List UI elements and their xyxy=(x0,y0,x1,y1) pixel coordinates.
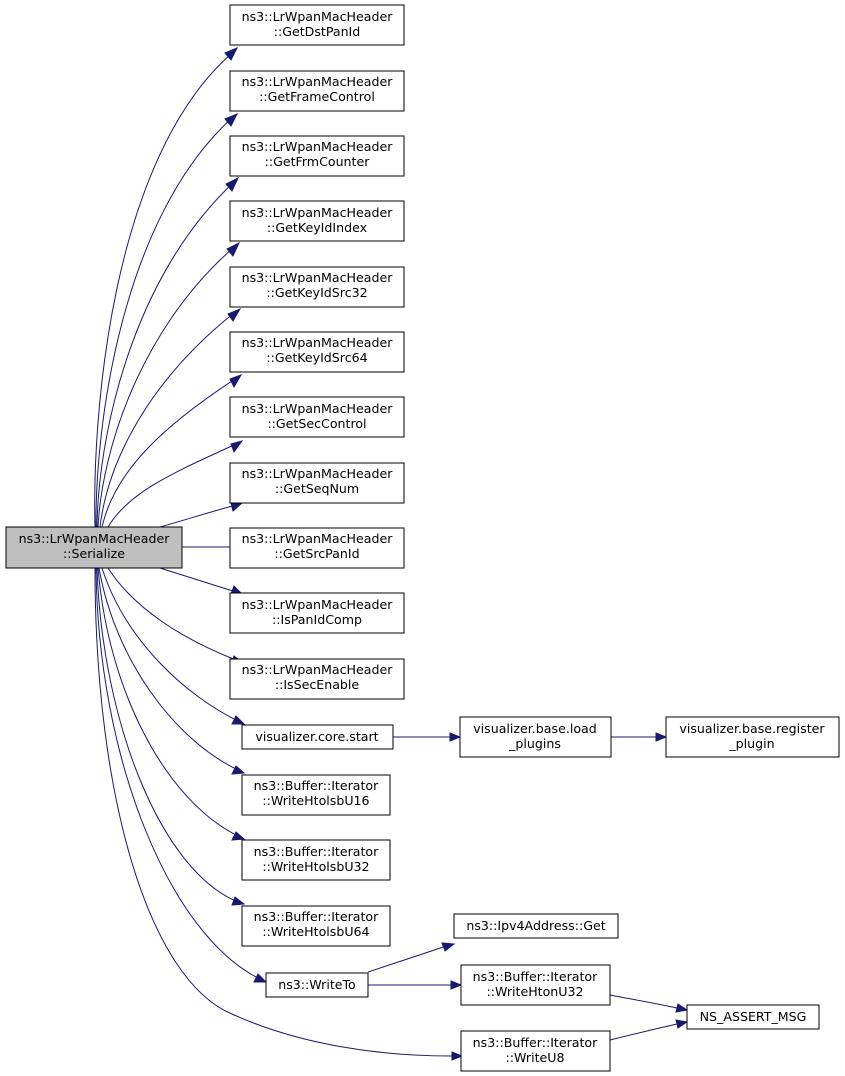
node-is-pan-id-comp-line2: ::IsPanIdComp xyxy=(272,612,362,627)
node-get-key-id-index[interactable]: ns3::LrWpanMacHeader ::GetKeyIdIndex xyxy=(229,200,405,242)
edge-write-to-ipv4-get xyxy=(367,942,456,973)
node-is-sec-enable-line1: ns3::LrWpanMacHeader xyxy=(242,662,394,677)
edge-serialize-write-htolsb-u16 xyxy=(98,567,246,775)
edge-serialize-get-dst-pan-id xyxy=(94,47,239,528)
node-serialize-line2: ::Serialize xyxy=(63,546,125,561)
node-get-frm-counter-line2: ::GetFrmCounter xyxy=(265,154,371,169)
node-get-frame-control-line2: ::GetFrameControl xyxy=(259,89,375,104)
node-write-htolsb-u64-line2: ::WriteHtolsbU64 xyxy=(262,924,369,939)
node-is-pan-id-comp[interactable]: ns3::LrWpanMacHeader ::IsPanIdComp xyxy=(229,592,405,634)
edge-serialize-get-key-id-src64 xyxy=(101,374,243,528)
edge-serialize-get-frm-counter xyxy=(96,176,240,528)
node-get-key-id-src32-line1: ns3::LrWpanMacHeader xyxy=(242,270,394,285)
edge-load-plugins-register-plugin xyxy=(611,732,668,742)
node-write-hton-u32[interactable]: ns3::Buffer::Iterator ::WriteHtonU32 xyxy=(460,964,611,1006)
node-get-key-id-src64-line1: ns3::LrWpanMacHeader xyxy=(242,335,394,350)
node-is-pan-id-comp-line1: ns3::LrWpanMacHeader xyxy=(242,597,394,612)
node-write-hton-u32-line2: ::WriteHtonU32 xyxy=(486,984,583,999)
edge-serialize-write-to xyxy=(95,567,268,983)
node-write-to[interactable]: ns3::WriteTo xyxy=(265,972,369,998)
node-ns-assert-msg[interactable]: NS_ASSERT_MSG xyxy=(686,1004,820,1030)
node-get-key-id-index-line1: ns3::LrWpanMacHeader xyxy=(242,205,394,220)
node-get-frm-counter-line1: ns3::LrWpanMacHeader xyxy=(242,139,394,154)
node-write-htolsb-u64[interactable]: ns3::Buffer::Iterator ::WriteHtolsbU64 xyxy=(241,905,391,947)
node-get-src-pan-id-line1: ns3::LrWpanMacHeader xyxy=(242,531,394,546)
node-get-seq-num[interactable]: ns3::LrWpanMacHeader ::GetSeqNum xyxy=(229,462,405,504)
node-load-plugins-line1: visualizer.base.load xyxy=(473,721,597,736)
node-ns-assert-msg-line1: NS_ASSERT_MSG xyxy=(700,1009,807,1024)
edge-core-start-load-plugins xyxy=(393,732,462,742)
node-write-htolsb-u32-line2: ::WriteHtolsbU32 xyxy=(262,859,369,874)
node-write-htolsb-u16[interactable]: ns3::Buffer::Iterator ::WriteHtolsbU16 xyxy=(241,774,391,816)
node-get-key-id-src64[interactable]: ns3::LrWpanMacHeader ::GetKeyIdSrc64 xyxy=(229,331,405,373)
edge-write-u8-ns-assert-msg xyxy=(609,1019,689,1041)
node-write-hton-u32-line1: ns3::Buffer::Iterator xyxy=(473,969,598,984)
edges xyxy=(94,47,689,1061)
node-ipv4-get[interactable]: ns3::Ipv4Address::Get xyxy=(453,913,619,939)
node-write-to-line1: ns3::WriteTo xyxy=(278,977,356,992)
node-get-key-id-index-line2: ::GetKeyIdIndex xyxy=(267,220,368,235)
node-get-sec-control-line2: ::GetSecControl xyxy=(267,416,366,431)
edge-serialize-get-sec-control xyxy=(107,440,244,528)
node-is-sec-enable-line2: ::IsSecEnable xyxy=(275,677,360,692)
nodes: ns3::LrWpanMacHeader ::Serialize ns3::Lr… xyxy=(5,4,840,1072)
node-write-u8-line2: ::WriteU8 xyxy=(506,1050,565,1065)
node-get-key-id-src64-line2: ::GetKeyIdSrc64 xyxy=(266,350,367,365)
edge-serialize-get-key-id-index xyxy=(97,241,241,528)
edge-serialize-get-frame-control xyxy=(95,113,239,528)
node-core-start[interactable]: visualizer.core.start xyxy=(241,724,394,750)
node-get-seq-num-line2: ::GetSeqNum xyxy=(275,481,359,496)
node-write-htolsb-u32-line1: ns3::Buffer::Iterator xyxy=(254,844,379,859)
node-load-plugins-line2: _plugins xyxy=(508,736,561,751)
edge-serialize-is-pan-id-comp xyxy=(159,567,244,595)
node-get-frm-counter[interactable]: ns3::LrWpanMacHeader ::GetFrmCounter xyxy=(229,135,405,177)
edge-serialize-write-u8 xyxy=(94,567,464,1061)
edge-serialize-core-start xyxy=(101,567,246,725)
node-get-dst-pan-id-line1: ns3::LrWpanMacHeader xyxy=(242,9,394,24)
node-get-key-id-src32-line2: ::GetKeyIdSrc32 xyxy=(266,285,367,300)
node-ipv4-get-line1: ns3::Ipv4Address::Get xyxy=(466,918,605,933)
edge-write-to-write-hton-u32 xyxy=(368,980,463,990)
node-is-sec-enable[interactable]: ns3::LrWpanMacHeader ::IsSecEnable xyxy=(229,658,405,700)
node-get-src-pan-id-line2: ::GetSrcPanId xyxy=(274,546,359,561)
node-get-sec-control-line1: ns3::LrWpanMacHeader xyxy=(242,401,394,416)
edge-serialize-is-sec-enable xyxy=(107,567,244,665)
node-get-dst-pan-id[interactable]: ns3::LrWpanMacHeader ::GetDstPanId xyxy=(229,4,405,46)
node-serialize-line1: ns3::LrWpanMacHeader xyxy=(19,531,171,546)
node-write-u8[interactable]: ns3::Buffer::Iterator ::WriteU8 xyxy=(460,1030,611,1072)
node-get-frame-control-line1: ns3::LrWpanMacHeader xyxy=(242,74,394,89)
node-write-htolsb-u16-line2: ::WriteHtolsbU16 xyxy=(262,793,369,808)
node-get-key-id-src32[interactable]: ns3::LrWpanMacHeader ::GetKeyIdSrc32 xyxy=(229,266,405,308)
node-register-plugin[interactable]: visualizer.base.register _plugin xyxy=(665,716,840,758)
edge-write-hton-u32-ns-assert-msg xyxy=(609,994,689,1013)
edge-serialize-write-htolsb-u32 xyxy=(97,567,246,841)
edge-serialize-get-seq-num xyxy=(159,502,244,528)
edge-serialize-get-key-id-src32 xyxy=(99,307,242,528)
node-get-sec-control[interactable]: ns3::LrWpanMacHeader ::GetSecControl xyxy=(229,396,405,438)
node-write-u8-line1: ns3::Buffer::Iterator xyxy=(473,1035,598,1050)
node-serialize[interactable]: ns3::LrWpanMacHeader ::Serialize xyxy=(5,526,183,569)
edge-serialize-write-htolsb-u64 xyxy=(96,567,246,906)
node-write-htolsb-u32[interactable]: ns3::Buffer::Iterator ::WriteHtolsbU32 xyxy=(241,839,391,881)
node-load-plugins[interactable]: visualizer.base.load _plugins xyxy=(459,716,612,758)
node-get-frame-control[interactable]: ns3::LrWpanMacHeader ::GetFrameControl xyxy=(229,70,405,112)
node-get-dst-pan-id-line2: ::GetDstPanId xyxy=(274,24,361,39)
node-get-seq-num-line1: ns3::LrWpanMacHeader xyxy=(242,466,394,481)
node-get-src-pan-id[interactable]: ns3::LrWpanMacHeader ::GetSrcPanId xyxy=(229,527,405,569)
node-register-plugin-line2: _plugin xyxy=(728,736,774,751)
node-register-plugin-line1: visualizer.base.register xyxy=(679,721,825,736)
node-core-start-line1: visualizer.core.start xyxy=(255,729,378,744)
node-write-htolsb-u64-line1: ns3::Buffer::Iterator xyxy=(254,909,379,924)
node-write-htolsb-u16-line1: ns3::Buffer::Iterator xyxy=(254,778,379,793)
